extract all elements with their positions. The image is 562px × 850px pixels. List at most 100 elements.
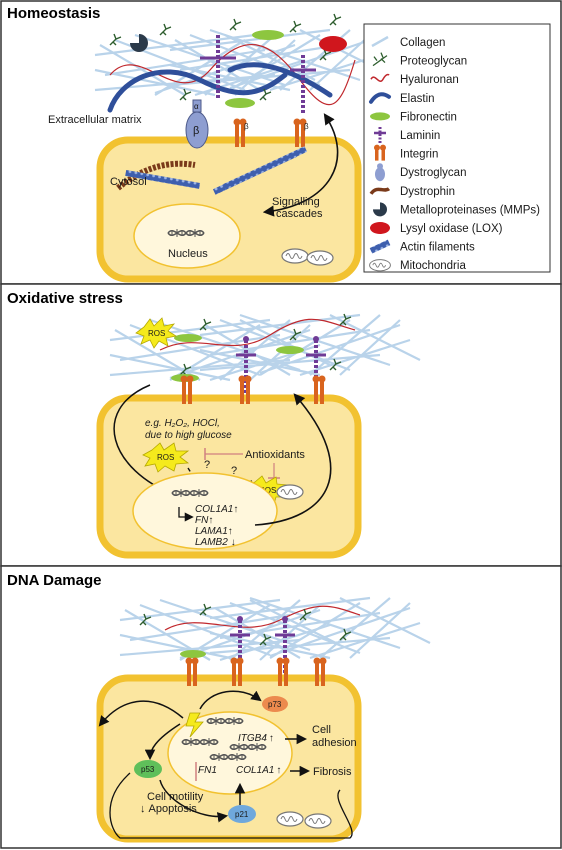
down-arrow: ↓ [231, 537, 236, 548]
transcription-arrow [178, 507, 194, 522]
svg-text:COL1A1↑: COL1A1↑ [195, 504, 238, 515]
mitochondria-icon [276, 811, 304, 827]
svg-text:FN↑: FN↑ [195, 515, 213, 526]
gene-itgb4: ITGB4 [238, 733, 267, 744]
mitochondria-icon [304, 813, 332, 829]
nucleus [132, 472, 278, 550]
antioxidants-label: Antioxidants [245, 449, 305, 461]
oxidant-note-1: e.g. H₂O₂, HOCl, [145, 418, 220, 429]
gene-fn: FN [195, 515, 209, 526]
signalling-label-2: cascades [276, 208, 323, 220]
legend-label: Elastin [400, 93, 435, 105]
ros-label: ROS [157, 453, 174, 462]
legend-item: Elastin [369, 92, 435, 105]
laminin-icon [374, 127, 386, 143]
cell-adhesion-label: Cell [312, 724, 331, 736]
feedback-arrow [254, 393, 332, 526]
dna-damage-bolt-icon [185, 712, 204, 738]
actin-icon [369, 239, 391, 254]
question-mark: ? [231, 465, 237, 477]
p21-label: p21 [235, 810, 249, 819]
fibronectin-bound [225, 98, 255, 108]
oxidant-note-2: due to high glucose [145, 430, 232, 441]
signalling-arrow [262, 113, 339, 217]
fibronectin-ecm [180, 650, 206, 658]
pathway-arrows [98, 690, 353, 839]
dystroglycan-icon [375, 163, 385, 182]
gene-fn1: FN1 [198, 765, 217, 776]
svg-text:COL1A1↑: COL1A1↑ [236, 765, 281, 776]
legend-label: Hyaluronan [400, 74, 459, 86]
homeostasis-title: Homeostasis [7, 5, 100, 22]
legend-item: Mitochondria [369, 259, 466, 272]
legend-label: Integrin [400, 149, 438, 161]
elastin-fiber [227, 62, 333, 98]
up-arrow: ↑ [228, 526, 233, 537]
legend-item: Dystroglycan [375, 163, 466, 182]
cell-adhesion-label: adhesion [312, 737, 357, 749]
legend-label: Mitochondria [400, 260, 466, 272]
integrin-icon [374, 144, 386, 161]
fibronectin-ecm [252, 30, 284, 40]
collagen-icon [371, 35, 389, 48]
fibronectin-icon [370, 112, 390, 121]
legend-item: Fibronectin [370, 111, 457, 123]
gene-list: COL1A1↑ FN↑ LAMA1↑ LAMB2↓ [195, 504, 238, 548]
legend-item: Proteoglycan [372, 52, 467, 68]
dystroglycan: α β [185, 99, 209, 149]
legend-item: Collagen [371, 35, 445, 49]
dystrophin [116, 160, 196, 191]
cytosol-label: Cytosol [110, 176, 147, 188]
legend-item: Hyaluronan [370, 73, 459, 86]
legend-item: Dystrophin [369, 186, 455, 198]
legend-label: Fibronectin [400, 111, 457, 123]
legend-label: Lysyl oxidase (LOX) [400, 223, 503, 235]
ros-label: ROS [148, 329, 165, 338]
dna-damage-title: DNA Damage [7, 572, 101, 589]
laminin-molecule [200, 35, 236, 100]
hyaluronan-strand [159, 318, 356, 351]
legend-item: Integrin [374, 144, 438, 161]
up-arrow: ↑ [269, 733, 274, 744]
mitochondria-icon [276, 484, 304, 500]
mitochondria-icon [369, 259, 391, 272]
up-arrow: ↑ [208, 515, 213, 526]
dna-damage-panel: DNA Damage p73 p53 [0, 565, 562, 849]
elastin-icon [369, 92, 391, 104]
laminin-molecule [290, 55, 316, 115]
p21-badge: p21 [228, 805, 256, 823]
integrin-beta-label: β [304, 122, 309, 131]
legend-item: Laminin [374, 127, 440, 143]
gene-col1a1: COL1A1 [236, 765, 274, 776]
oxidative-panel: Oxidative stress ROS e.g. H₂O₂, HOCl, du… [0, 283, 562, 567]
p73-label: p73 [268, 700, 282, 709]
dystroglycan-alpha-label: α [194, 102, 199, 111]
dystroglycan-beta-label: β [193, 125, 199, 137]
ros-burst-ecm: ROS [135, 317, 178, 349]
mmp-ecm [130, 34, 148, 52]
mmp-icon [373, 202, 388, 217]
svg-text:LAMA1↑: LAMA1↑ [195, 526, 233, 537]
fibrosis-label: Fibrosis [313, 766, 352, 778]
p73-badge: p73 [262, 696, 288, 712]
gene-lamb2: LAMB2 [195, 537, 228, 548]
motility-label: Cell motility [147, 791, 204, 803]
legend-item: Actin filaments [369, 239, 475, 254]
svg-text:ITGB4↑: ITGB4↑ [238, 733, 274, 744]
gene-col1a1: COL1A1 [195, 504, 233, 515]
legend-label: Actin filaments [400, 242, 475, 254]
p53-label: p53 [141, 765, 155, 774]
apoptosis-label: ↓Apoptosis [140, 803, 197, 815]
ros-label: ROS [259, 486, 276, 495]
nucleus [133, 203, 241, 269]
homeostasis-panel: Homeostasis Extracellular matrix [0, 0, 562, 285]
legend-item: Lysyl oxidase (LOX) [370, 222, 503, 235]
legend: CollagenProteoglycanHyaluronanElastinFib… [363, 23, 551, 273]
ros-burst-cytosol: ROS [142, 442, 190, 473]
legend-label: Laminin [400, 130, 440, 142]
legend-label: Dystroglycan [400, 167, 466, 179]
p53-badge: p53 [134, 760, 162, 778]
actin-filament [125, 169, 201, 189]
oxidative-title: Oxidative stress [7, 290, 123, 307]
